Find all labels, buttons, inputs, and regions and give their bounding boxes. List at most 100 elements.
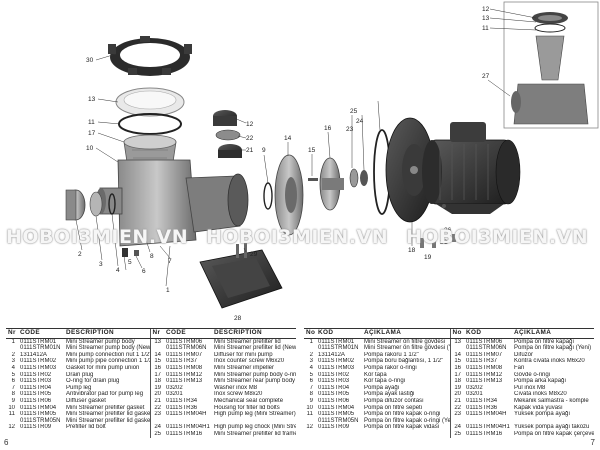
part-number: 24 [149, 424, 164, 431]
callout-21: 21 [246, 147, 254, 154]
callout-14: 14 [284, 135, 292, 142]
diffuser [274, 154, 304, 236]
part-number [304, 431, 316, 438]
callout-1: 1 [166, 287, 170, 294]
part-number: 16 [149, 364, 164, 372]
part-description [64, 431, 150, 438]
part-code: 0111STRM04H1 [466, 424, 510, 431]
part-number: 8 [309, 391, 313, 398]
callout-28: 28 [234, 315, 242, 322]
callout-23: 23 [346, 126, 354, 133]
col-no: No [304, 328, 316, 339]
counter-screw [308, 178, 318, 181]
part-number: 18 [149, 378, 164, 385]
part-code: 0111STR02 [20, 371, 52, 378]
part-number: 12 [306, 424, 313, 431]
callout-6: 6 [142, 268, 146, 275]
callout-20: 20 [440, 239, 448, 246]
part-number: 24 [449, 424, 464, 431]
part-code: 0111STRM04 [318, 404, 355, 411]
part-code: 0111STRM03 [20, 364, 57, 371]
lid-gasket [118, 113, 182, 135]
part-code: 0111STRM16 [466, 430, 503, 437]
part-description: Pompa rakor o-ringi [364, 364, 417, 371]
part-code: 0111STRM13 [166, 378, 203, 385]
part-description: Mekanik salmastra - komple [514, 397, 589, 404]
part-number: 17 [149, 371, 164, 379]
part-number: 13 [449, 338, 464, 352]
mechanical-seal-parts [213, 110, 242, 158]
part-description: Gövde o-ringi [514, 371, 551, 378]
part-number: 15 [449, 358, 464, 365]
part-description: Pompa ayak lastiği [364, 391, 415, 398]
part-number: 6 [309, 378, 313, 385]
part-description: Prefilter lid bolt [66, 424, 106, 431]
diffuser-gasket [263, 182, 273, 210]
part-number: 9 [11, 397, 15, 404]
part-number: 14 [449, 351, 464, 359]
part-number: 25 [149, 430, 164, 438]
part-code: 0111STR04 [318, 384, 350, 391]
part-description: Kontra cıvata inoks M6x20 [514, 358, 585, 365]
part-number: 22 [149, 404, 164, 412]
part-code: 03201 [466, 391, 483, 398]
part-description: Gasket for mini pump union [66, 364, 140, 371]
part-description: Mini Streamer prefilter gasket [66, 404, 145, 411]
part-code: 03202 [466, 384, 483, 391]
part-code: 0111STRM08 [466, 364, 503, 371]
part-number: 1 [309, 338, 313, 345]
part-code: 03201 [166, 391, 183, 398]
part-code: 0111STR03 [318, 378, 350, 385]
col-aciklama-2: AÇIKLAMA [512, 328, 594, 339]
part-description: Diffuser gasket [66, 397, 106, 404]
part-code: 1311412A [318, 351, 345, 358]
part-code: 0111STRM04 [20, 404, 57, 411]
callout-4: 4 [116, 267, 120, 274]
callout-15: 15 [308, 147, 316, 154]
inset-lid-detail [503, 1, 599, 129]
part-number: 5 [309, 371, 313, 378]
part-description: Washer inox M8 [214, 384, 258, 391]
part-number: 14 [149, 351, 164, 359]
part-description: Kör tapa [364, 371, 387, 378]
part-code: 0111STRM16 [166, 430, 203, 437]
prefilter-lid-frame [108, 36, 192, 76]
callout-27: 27 [482, 73, 490, 80]
table-header-row: No KOD AÇIKLAMA No KOD AÇIKLAMA [304, 328, 594, 339]
part-code: 0111STRM12 [166, 371, 203, 378]
part-number: 1 [11, 338, 15, 345]
col-aciklama: AÇIKLAMA [362, 328, 450, 339]
prefilter-lid [115, 87, 185, 117]
part-number: 23 [149, 411, 164, 425]
part-description: Drain plug [66, 371, 94, 378]
callout-19: 19 [424, 254, 432, 261]
part-description: Mini Streamer rear pump body [214, 378, 296, 385]
watermark-1: HOBOI3MIEN.VN [6, 226, 189, 248]
part-number [6, 431, 18, 438]
col-description-2: DESCRIPTION [212, 328, 296, 339]
part-number: 2 [309, 351, 313, 358]
part-description: Pompa ön filtre kapak çerçevesi [514, 430, 594, 437]
part-code: 0111STR09 [318, 424, 350, 431]
callout-26: 26 [444, 227, 452, 234]
callout-29: 29 [250, 251, 258, 258]
col-no-2: No [449, 328, 464, 339]
part-number: 19 [149, 384, 164, 392]
callout-5: 5 [128, 259, 132, 266]
support-bolts [236, 242, 247, 258]
part-code: 1311412A [20, 351, 47, 358]
table-header-row: Nr CODE DESCRIPTION Nr CODE DESCRIPTION [6, 328, 296, 339]
page-number-right: 7 [590, 438, 595, 447]
part-number: 7 [309, 384, 313, 391]
